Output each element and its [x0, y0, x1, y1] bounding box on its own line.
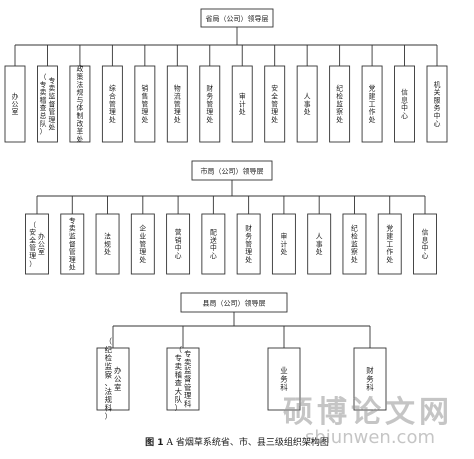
provincial-unit: 财务管理处 [199, 65, 221, 143]
municipal-unit: （安全管理）办公室 [25, 213, 49, 275]
municipal-unit: 营销中心 [166, 213, 191, 275]
municipal-unit: 专卖监督管理处 [60, 213, 85, 275]
provincial-unit-text: 财务管理处 [206, 84, 213, 124]
municipal-unit-text: 法规处 [104, 232, 111, 257]
provincial-unit-text: 物流管理处 [174, 84, 181, 124]
county-head-label: 县局（公司）领导层 [203, 299, 266, 308]
provincial-unit: 信息中心 [394, 65, 415, 143]
provincial-unit-text: 审计处 [239, 92, 246, 117]
provincial-unit: 办公室 [4, 65, 26, 143]
provincial-unit-text: 机关服务中心 [434, 80, 441, 128]
provincial-unit-text: （专卖稽查总队） [40, 73, 47, 136]
county-unit-text: 专卖监督管理科 [184, 350, 192, 409]
county-head: 县局（公司）领导层 [180, 292, 288, 313]
municipal-unit: 纪检监察处 [342, 213, 367, 275]
provincial-unit: 机关服务中心 [426, 65, 448, 143]
provincial-head: 省局（公司）领导层 [200, 8, 274, 28]
provincial-unit: 纪检监察处 [329, 65, 351, 143]
figure-title: A 省烟草系统省、市、县三级组织架构图 [166, 438, 329, 448]
municipal-unit-text: 信息中心 [422, 228, 429, 260]
municipal-unit-text: 纪检监察处 [351, 224, 358, 264]
municipal-unit: 财务管理处 [236, 213, 261, 275]
municipal-unit: 信息中心 [413, 213, 437, 275]
municipal-unit-text: 企业管理处 [139, 224, 146, 264]
county-unit-text: 财务科 [366, 366, 374, 392]
municipal-head-label: 市局（公司）领导层 [201, 167, 264, 176]
provincial-unit-text: 纪检监察处 [336, 84, 343, 124]
provincial-unit-text: 专卖监督管理处 [48, 76, 55, 132]
provincial-head-label: 省局（公司）领导层 [206, 14, 269, 23]
municipal-unit-text: （安全管理） [29, 221, 36, 268]
county-unit: 业务科 [267, 347, 301, 411]
provincial-unit: 物流管理处 [166, 65, 188, 143]
provincial-unit: 政策法规与体制改革处 [69, 64, 91, 143]
provincial-unit: 人事处 [296, 65, 318, 143]
provincial-unit: 审计处 [231, 65, 253, 143]
municipal-unit-text: 财务管理处 [245, 224, 252, 264]
county-unit: 财务科 [353, 347, 387, 411]
municipal-unit: 法规处 [95, 213, 120, 275]
county-unit-text: 办公室 [114, 366, 122, 392]
municipal-unit-text: 审计处 [281, 232, 288, 257]
org-chart: 省局（公司）领导层办公室（专卖稽查总队）专卖监督管理处政策法规与体制改革处综合管… [4, 8, 448, 421]
municipal-unit: 企业管理处 [130, 213, 155, 275]
county-unit-text: 业务科 [280, 366, 288, 392]
municipal-unit-text: 办公室 [38, 232, 45, 257]
county-unit-text: （纪检监察、法规科） [105, 337, 113, 421]
municipal-unit-text: 配送中心 [210, 229, 217, 260]
county-unit: （纪检监察、法规科）办公室 [96, 337, 130, 421]
municipal-unit-text: 营销中心 [175, 228, 182, 260]
figure-label: 图 1 [145, 438, 164, 448]
provincial-unit-text: 人事处 [304, 93, 311, 117]
provincial-unit-text: 信息中心 [401, 88, 408, 120]
figure-caption: 图 1 A 省烟草系统省、市、县三级组织架构图 [0, 435, 474, 448]
municipal-unit-text: 专卖监督管理处 [69, 216, 76, 272]
provincial-unit: （专卖稽查总队）专卖监督管理处 [37, 65, 58, 143]
county-unit-text: （专卖稽查大队） [175, 345, 183, 412]
municipal-unit: 配送中心 [201, 213, 226, 275]
provincial-unit: 销售管理处 [134, 65, 156, 143]
provincial-unit-text: 党建工作处 [369, 84, 376, 124]
provincial-unit-text: 安全管理处 [271, 84, 278, 124]
county-unit: （专卖稽查大队）专卖监督管理科 [166, 345, 200, 413]
provincial-unit: 综合管理处 [101, 65, 123, 143]
provincial-unit: 党建工作处 [361, 65, 383, 143]
municipal-unit-text: 人事处 [316, 233, 323, 257]
provincial-unit-text: 政策法规与体制改革处 [77, 64, 84, 143]
provincial-unit-text: 办公室 [12, 92, 19, 117]
municipal-unit: 审计处 [271, 213, 296, 275]
provincial-unit-text: 综合管理处 [109, 84, 116, 124]
municipal-unit: 党建工作处 [377, 213, 402, 275]
provincial-unit: 安全管理处 [264, 65, 286, 143]
municipal-unit-text: 党建工作处 [386, 224, 393, 264]
municipal-head: 市局（公司）领导层 [191, 160, 273, 181]
provincial-unit-text: 销售管理处 [141, 84, 148, 124]
municipal-unit: 人事处 [307, 213, 332, 275]
